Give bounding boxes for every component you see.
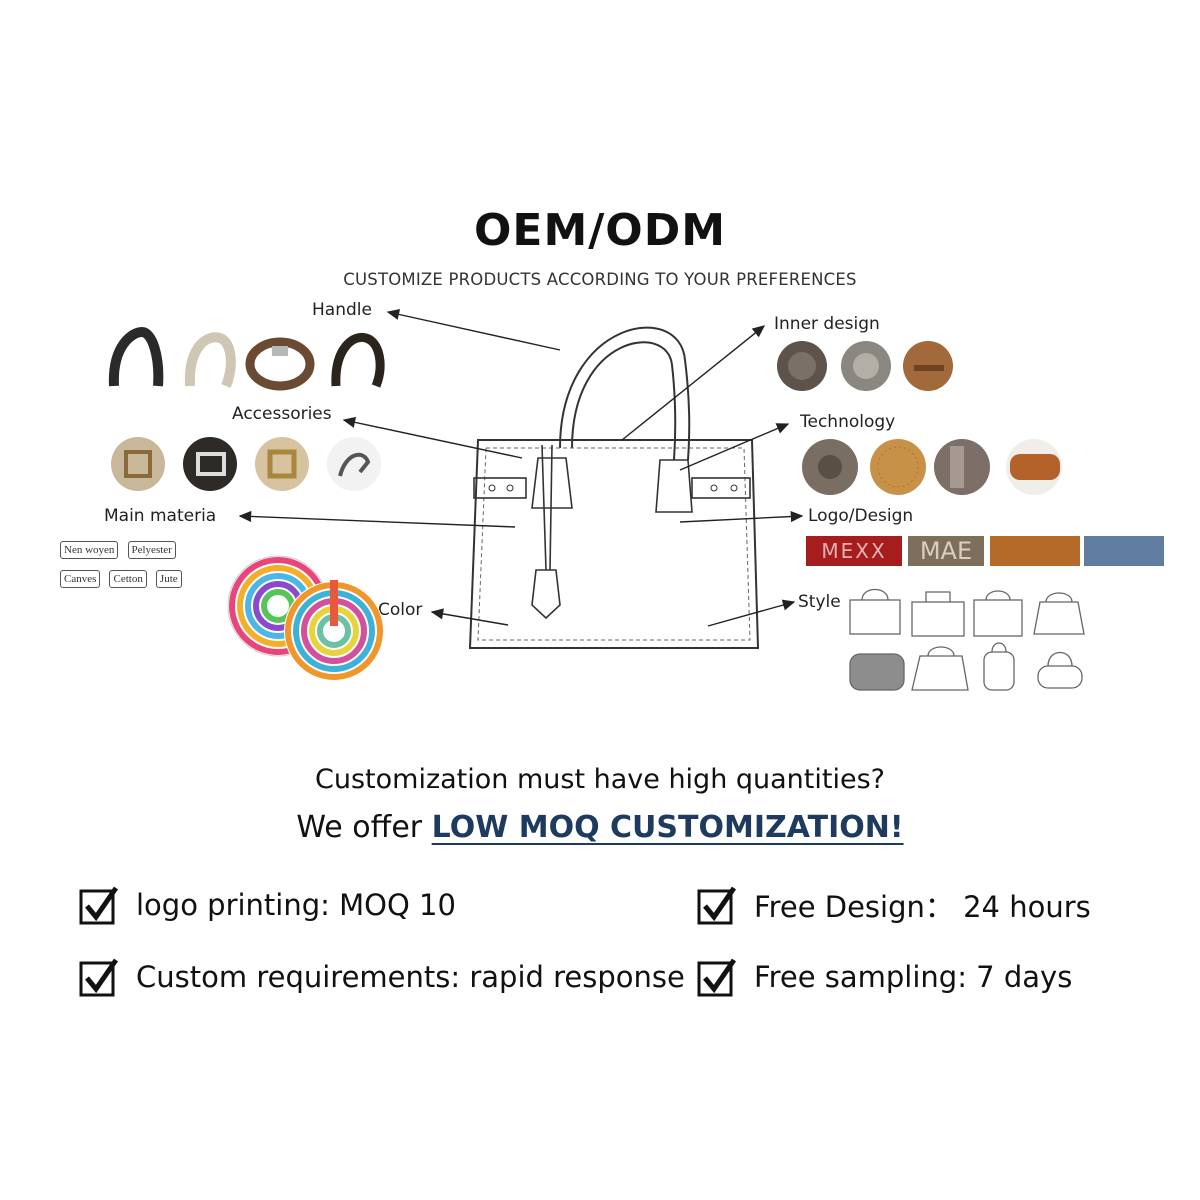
callout-handle: Handle	[312, 300, 372, 320]
logo-sample-leather	[990, 536, 1080, 566]
feature-item: logo printing: MOQ 10	[78, 884, 456, 926]
accessory-samples	[111, 437, 381, 491]
feature-label: Custom requirements: rapid response	[136, 960, 685, 994]
bag-style-icon	[849, 653, 905, 691]
clasp-icon	[338, 452, 371, 477]
callout-logo-design: Logo/Design	[808, 506, 914, 526]
bag-style-icon	[983, 642, 1015, 691]
logo-sample-embroidered	[1084, 536, 1164, 566]
technology-samples	[802, 439, 1062, 495]
bag-body	[468, 439, 760, 649]
feature-item: Custom requirements: rapid response	[78, 956, 685, 998]
feature-item: Free sampling: 7 days	[696, 956, 1072, 998]
pitch-offer: We offer LOW MOQ CUSTOMIZATION!	[0, 810, 1200, 845]
bag-diagram	[238, 308, 804, 649]
checkbox-checked-icon	[79, 958, 119, 997]
material-chip: Jute	[155, 570, 182, 588]
handle-icon	[245, 337, 315, 391]
page-title: OEM/ODM	[473, 205, 727, 256]
buckle-icon	[196, 452, 226, 476]
callout-main-material: Main materia	[104, 506, 217, 526]
feature-item: Free Design： 24 hours	[696, 884, 1091, 926]
material-chip: Pelyester	[127, 541, 176, 559]
page-subtitle: CUSTOMIZE PRODUCTS ACCORDING TO YOUR PRE…	[343, 270, 857, 289]
checkbox-checked-icon	[697, 886, 737, 925]
bag-style-icon	[973, 590, 1023, 637]
handle-samples	[108, 326, 385, 391]
clasp-icon	[267, 449, 297, 479]
pitch-offer-highlight: LOW MOQ CUSTOMIZATION!	[431, 810, 904, 845]
bag-style-icon	[911, 591, 965, 637]
callout-accessories: Accessories	[232, 404, 332, 424]
bag-style-icon	[911, 646, 969, 691]
callout-inner-design: Inner design	[774, 314, 880, 334]
handle-icon	[331, 332, 385, 388]
bag-style-icon	[1037, 651, 1083, 689]
handle-icon	[184, 332, 236, 388]
inner-design-samples	[777, 341, 953, 391]
feature-label: logo printing: MOQ 10	[136, 888, 456, 922]
material-chip: Cetton	[109, 570, 147, 588]
buckle-icon	[124, 450, 152, 478]
bag-style-icon	[1033, 592, 1085, 635]
callout-technology: Technology	[800, 412, 896, 432]
material-chip: Canves	[60, 570, 101, 588]
color-swatch-icon	[227, 555, 384, 681]
feature-label: Free sampling: 7 days	[754, 960, 1073, 994]
feature-label: Free Design： 24 hours	[754, 890, 1091, 924]
logo-sample-mexx: MEXX	[806, 536, 902, 566]
material-chip: Nen woyen	[60, 541, 119, 559]
handle-icon	[108, 326, 164, 387]
pitch-question: Customization must have high quantities?	[315, 764, 885, 795]
callout-color: Color	[378, 600, 423, 620]
bag-style-icon	[849, 588, 901, 635]
callout-style: Style	[798, 592, 841, 612]
checkbox-checked-icon	[79, 886, 119, 925]
pitch-offer-prefix: We offer	[296, 810, 432, 845]
checkbox-checked-icon	[697, 958, 737, 997]
logo-sample-mae: MAE	[908, 536, 984, 566]
bag-style-samples	[849, 588, 1085, 691]
material-chips: Nen woyen Pelyester Canves Cetton Jute	[60, 538, 260, 588]
